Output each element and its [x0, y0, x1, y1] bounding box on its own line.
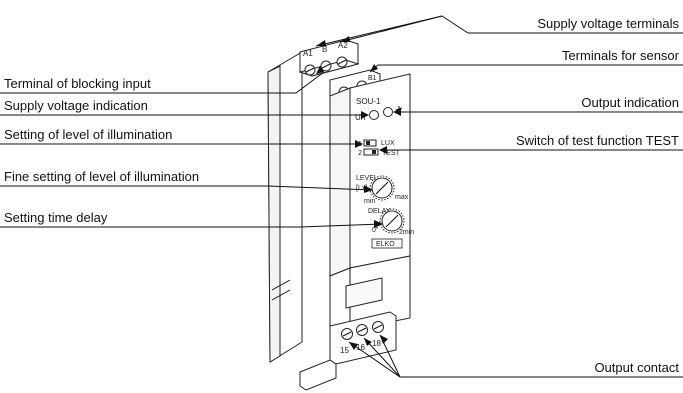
- terminal-b-label: B: [322, 45, 327, 54]
- leader-supply-terminals-2: [315, 15, 443, 47]
- din-slot: [271, 279, 291, 301]
- delay-max-label: 2min: [399, 229, 414, 236]
- output-led: [383, 107, 393, 117]
- screw-slot: [305, 67, 315, 73]
- delay-label: DELAY: [368, 208, 391, 215]
- arrowhead-blocking: [316, 66, 324, 74]
- label-switch-test-function: Switch of test function TEST: [516, 133, 679, 148]
- leader-lines: [0, 15, 683, 378]
- din-clip-edge: [267, 65, 281, 363]
- model-label: SOU-1: [356, 97, 381, 106]
- label-output-contact: Output contact: [594, 360, 679, 375]
- level-knob-slot: [375, 181, 389, 195]
- leader-supply-terminals: [339, 15, 683, 43]
- screw-slot: [373, 324, 383, 330]
- arrowhead-a1: [316, 40, 326, 46]
- terminal-18-label: 18: [372, 339, 381, 348]
- lux-label: LUX: [381, 140, 395, 147]
- sensor-terminal-label: B1: [368, 75, 377, 82]
- dip-knob-2: [372, 150, 376, 154]
- dip-switch-2[interactable]: [363, 148, 379, 156]
- delay-zero-label: 0": [372, 227, 379, 234]
- switch-pos-2: 2: [358, 150, 362, 157]
- bottom-plate: [299, 359, 337, 391]
- label-output-indication: Output indication: [581, 95, 679, 110]
- lower-notch: [345, 277, 383, 309]
- arrowheads: [316, 36, 401, 350]
- leader-output-contact-3: [348, 341, 401, 378]
- leader-output-contact-2: [363, 337, 401, 378]
- lux-unit-label: [Lx]: [356, 185, 367, 192]
- terminal-a2-label: A2: [338, 41, 348, 50]
- device: A1 B A2 B1 SOU-1 Un 1 2 LUX TEST LEVEL: [267, 39, 414, 391]
- level-min-label: min: [364, 198, 375, 205]
- test-label: TEST: [382, 150, 401, 157]
- arrowhead-fine-setting: [364, 185, 373, 193]
- terminal-16-label: 16: [356, 343, 365, 352]
- arrowhead-time-delay: [374, 220, 383, 228]
- supply-led: [369, 110, 379, 120]
- screw-slot: [321, 63, 331, 69]
- arrowhead-output-led: [393, 108, 401, 116]
- brand-plate: [371, 238, 403, 249]
- front-panel-side: [329, 87, 351, 277]
- label-terminals-for-sensor: Terminals for sensor: [562, 48, 680, 63]
- arrowhead-test-switch: [379, 146, 387, 154]
- leader-sensor-terminals: [369, 64, 683, 73]
- label-fine-setting-level: Fine setting of level of illumination: [4, 169, 199, 184]
- leader-blocking-input: [0, 71, 325, 94]
- level-label: LEVEL: [356, 175, 378, 182]
- brand-logo: ELKO: [376, 241, 395, 248]
- un-label: Un: [355, 113, 365, 122]
- screw-slot: [342, 331, 352, 337]
- level-max-label: max: [395, 194, 409, 201]
- callout-labels: Supply voltage terminals Terminals for s…: [4, 16, 680, 375]
- label-setting-time-delay: Setting time delay: [4, 210, 108, 225]
- level-scale: [369, 175, 395, 201]
- leader-time-delay: [0, 223, 383, 228]
- dip-knob-1: [366, 141, 370, 145]
- arrowhead-out-15: [349, 342, 358, 350]
- screw-slot: [357, 327, 367, 333]
- terminal-a1-label: A1: [303, 49, 313, 58]
- arrowhead-supply-led: [361, 111, 369, 119]
- arrowhead-out-16: [364, 338, 372, 346]
- arrowhead-sensor: [370, 64, 378, 72]
- arrowhead-setting-level: [355, 140, 363, 148]
- label-terminal-blocking-input: Terminal of blocking input: [4, 76, 151, 91]
- label-supply-voltage-indication: Supply voltage indication: [4, 98, 148, 113]
- delay-knob-slot: [385, 214, 399, 228]
- arrowhead-a2: [340, 36, 350, 42]
- terminal-15-label: 15: [340, 346, 349, 355]
- label-setting-level-illumination: Setting of level of illumination: [4, 127, 172, 142]
- leader-fine-setting: [0, 185, 373, 191]
- label-supply-voltage-terminals: Supply voltage terminals: [537, 16, 679, 31]
- screw-slot: [337, 59, 347, 65]
- arrowhead-out-18: [380, 335, 388, 344]
- delay-scale: [379, 208, 405, 234]
